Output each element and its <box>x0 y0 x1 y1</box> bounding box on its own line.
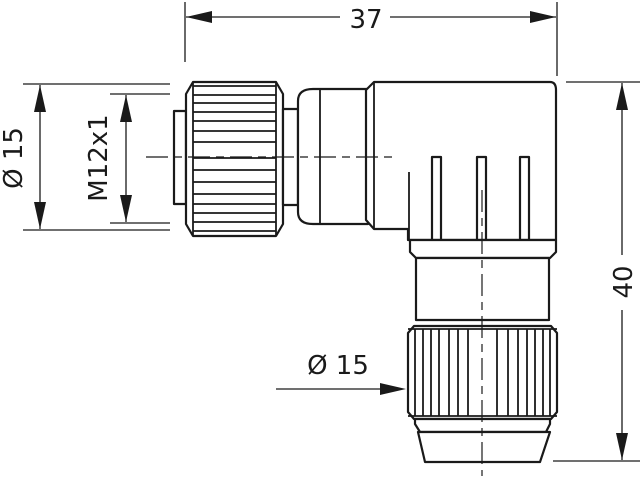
dimension-label-nut-diameter-side: Ø 15 <box>0 127 29 189</box>
angled-housing <box>364 80 558 260</box>
dimension-label-length: 37 <box>349 5 382 35</box>
dimension-nut-diameter-bottom: Ø 15 <box>276 351 406 395</box>
dimension-nut-diameter-side: Ø 15 <box>0 83 170 231</box>
dimension-height-40: 40 <box>553 81 640 462</box>
cable-outlet-taper <box>413 417 552 464</box>
coupling-nut-knurled <box>184 80 285 238</box>
dimension-thread: M12x1 <box>84 93 170 224</box>
dimension-label-nut-diameter-bottom: Ø 15 <box>307 351 369 381</box>
dimension-label-height: 40 <box>609 265 639 298</box>
housing-slot-1 <box>430 155 443 242</box>
dimension-length-37: 37 <box>184 2 558 76</box>
dimension-label-thread: M12x1 <box>84 114 114 201</box>
housing-slot-3 <box>518 155 531 242</box>
